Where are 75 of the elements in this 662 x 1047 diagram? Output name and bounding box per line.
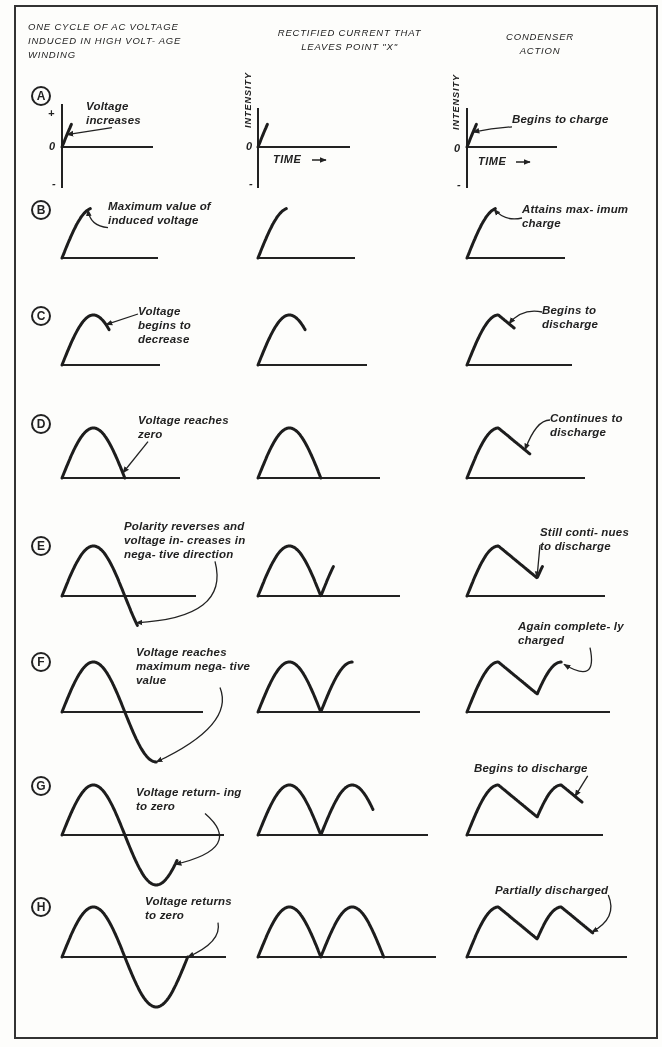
column-heading: RECTIFIED CURRENT THAT LEAVES POINT "X" [276,26,423,54]
waveform-curve [60,313,111,367]
waveform-curve [256,544,335,598]
axis-label: 0 [454,142,461,154]
row-letter-circle: C [31,306,51,326]
leader-line [524,419,551,451]
waveform-curve [256,660,354,714]
annotation-text: Attains max- imum charge [522,203,632,231]
row-letter-circle: D [31,414,51,434]
annotation-text: Voltage reaches zero [138,414,238,442]
waveform-curve [256,783,375,837]
axis-label: TIME [478,155,507,167]
axis-label: TIME [273,153,302,165]
waveform-curve [465,660,563,714]
leader-line [86,209,109,229]
waveform-curve [256,905,386,959]
waveform-curve [60,905,190,1009]
annotation-text: Again complete- ly charged [518,620,646,648]
leader-line [135,560,218,626]
annotation-text: Voltage returns to zero [145,895,235,923]
annotation-text: Voltage return- ing to zero [136,786,246,814]
annotation-text: Begins to discharge [474,762,588,776]
waveform-curve [256,313,307,367]
leader-line [472,126,513,134]
annotation-text: Maximum value of induced voltage [108,200,233,228]
column-heading: CONDENSER ACTION [505,30,575,58]
waveform-curve [256,207,288,260]
leader-line [122,440,149,474]
waveform-curve [60,426,127,480]
leader-line [563,646,593,673]
row-letter-circle: E [31,536,51,556]
axis-label: + [48,107,55,119]
axis-label: 0 [246,140,253,152]
annotation-text: Voltage reaches maximum nega- tive value [136,646,256,688]
leader-line [155,686,224,763]
leader-line [574,775,589,797]
waveform-curve [465,313,516,367]
waveform-curve [256,426,323,480]
row-letter-circle: G [31,776,51,796]
row-letter-circle: H [31,897,51,917]
waveform-curve [60,207,92,260]
row-letter-circle: F [31,652,51,672]
waveform-curve [465,426,532,480]
leader-line [534,544,541,579]
axis-label: - [52,177,57,189]
leader-line [105,313,139,326]
waveform-curve [60,783,179,887]
annotation-text: Begins to discharge [542,304,627,332]
annotation-text: Voltage begins to decrease [138,305,218,347]
waveform-curve [256,122,269,149]
annotation-text: Polarity reverses and voltage in- creases in nega- tive direction [124,520,252,562]
axis-label: - [249,177,254,189]
waveform-curve [465,122,478,149]
axis-label: 0 [49,140,56,152]
waveform-curve [465,207,497,260]
leader-line [187,921,220,958]
waveform-curve [60,122,73,149]
annotation-text: Begins to charge [512,113,609,127]
row-letter-circle: A [31,86,51,106]
annotation-text: Continues to discharge [550,412,650,440]
row-letter-circle: B [31,200,51,220]
leader-line [174,812,221,866]
column-heading: ONE CYCLE OF AC VOLTAGE INDUCED IN HIGH VOLT- AGE WINDING [28,20,183,62]
axis-label: - [457,178,462,190]
leader-line [493,208,523,220]
leader-line [591,894,612,933]
leader-line [508,310,543,325]
axis-label: INTENSITY [243,72,253,128]
annotation-text: Partially discharged [495,884,609,898]
leader-line [66,126,113,137]
waveform-curve [465,783,584,837]
annotation-text: Still conti- nues to discharge [540,526,630,554]
annotation-text: Voltage increases [86,100,160,128]
axis-label: INTENSITY [451,74,461,130]
waveform-curve [465,905,595,959]
